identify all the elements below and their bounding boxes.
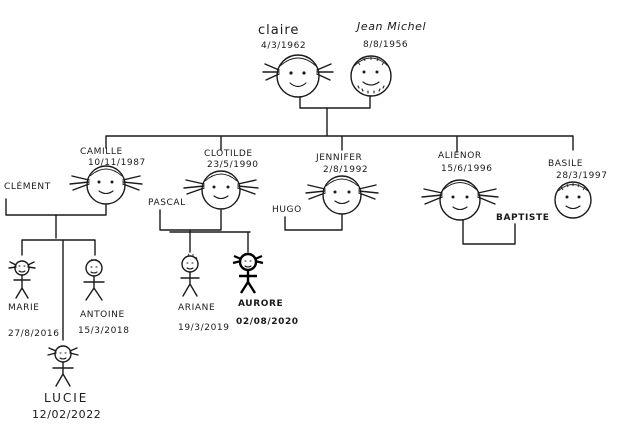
basile-name: BASILE bbox=[548, 159, 583, 169]
clotilde-pascal-couple-line bbox=[159, 209, 222, 231]
antoine-figure-icon bbox=[83, 258, 105, 301]
antoine-name: ANTOINE bbox=[80, 310, 125, 320]
hugo-name: HUGO bbox=[272, 205, 302, 215]
jennifer-face-icon bbox=[305, 175, 379, 215]
ariane-name: ARIANE bbox=[178, 303, 215, 313]
clotilde-children-branch bbox=[169, 229, 251, 253]
ariane-date: 19/3/2019 bbox=[178, 323, 230, 333]
clotilde-face-icon bbox=[183, 170, 259, 210]
aurore-figure-icon bbox=[232, 252, 264, 294]
jean-michel-date: 8/8/1956 bbox=[363, 40, 408, 50]
marie-date: 27/8/2016 bbox=[8, 329, 60, 339]
alienor-date: 15/6/1996 bbox=[441, 164, 493, 174]
antoine-date: 15/3/2018 bbox=[78, 326, 130, 336]
jean-michel-name: Jean Michel bbox=[355, 20, 426, 33]
claire-name: claire bbox=[258, 23, 299, 38]
jean-michel-face-icon bbox=[350, 55, 392, 97]
jennifer-name: JENNIFER bbox=[315, 153, 362, 163]
claire-face-icon bbox=[262, 54, 334, 98]
jennifer-date: 2/8/1992 bbox=[323, 165, 368, 175]
camille-clement-couple-line bbox=[5, 198, 107, 216]
children-branch-line bbox=[105, 107, 574, 153]
basile-date: 28/3/1997 bbox=[556, 171, 608, 181]
lucie-figure-icon bbox=[47, 345, 79, 387]
camille-children-branch bbox=[21, 214, 96, 341]
basile-face-icon bbox=[554, 181, 592, 219]
alienor-name: ALIENOR bbox=[438, 151, 482, 161]
ariane-figure-icon bbox=[180, 253, 200, 297]
alienor-baptiste-couple-line bbox=[462, 220, 516, 245]
jennifer-hugo-couple-line bbox=[284, 214, 343, 231]
lucie-date: 12/02/2022 bbox=[32, 408, 101, 421]
aurore-name: AURORE bbox=[238, 299, 283, 309]
marie-name: MARIE bbox=[8, 303, 40, 313]
clement-name: CLÉMENT bbox=[4, 180, 51, 192]
clotilde-date: 23/5/1990 bbox=[207, 160, 259, 170]
camille-date: 10/11/1987 bbox=[88, 158, 146, 168]
clotilde-name: CLOTILDE bbox=[204, 149, 253, 159]
lucie-name: LUCIE bbox=[44, 391, 88, 405]
aurore-date: 02/08/2020 bbox=[236, 317, 299, 327]
claire-date: 4/3/1962 bbox=[261, 41, 306, 51]
camille-name: CAMILLE bbox=[80, 147, 123, 157]
alienor-face-icon bbox=[421, 179, 499, 221]
grandparents-couple-line bbox=[299, 95, 371, 109]
pascal-name: PASCAL bbox=[148, 198, 186, 208]
baptiste-name: BAPTISTE bbox=[496, 213, 549, 223]
marie-figure-icon bbox=[8, 260, 36, 299]
camille-face-icon bbox=[69, 165, 143, 205]
